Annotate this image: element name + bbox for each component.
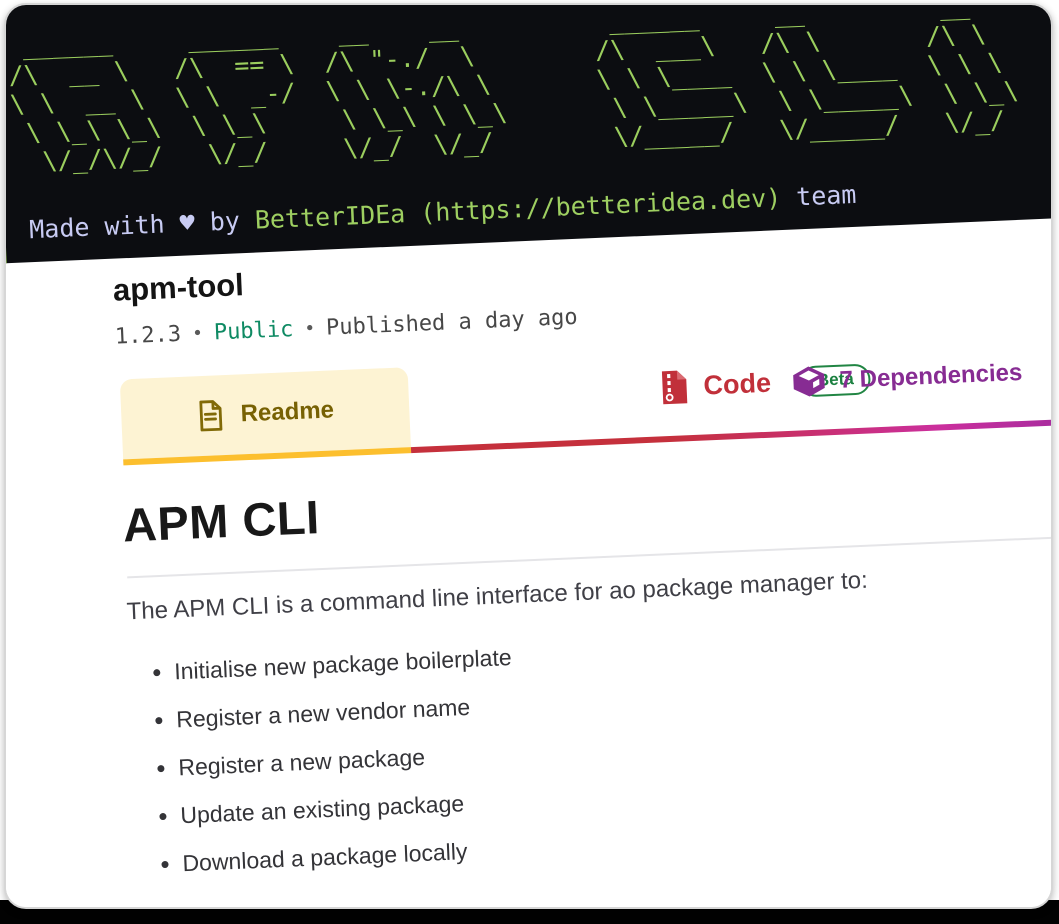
package-published: Published a day ago bbox=[325, 304, 579, 341]
meta-separator: • bbox=[303, 318, 316, 340]
readme-title: APM CLI bbox=[121, 490, 321, 552]
package-card: ______ ______ __ __ ______ __ __ /\ __ \… bbox=[4, 3, 1053, 909]
tagline-suffix: team bbox=[780, 179, 857, 213]
package-content: apm-tool 1.2.3 • Public • Published a da… bbox=[6, 216, 1051, 907]
readme-feature-list: Initialise new package boilerplateRegist… bbox=[129, 619, 1051, 879]
tab-readme[interactable]: Readme bbox=[119, 367, 411, 460]
tab-code-label: Code bbox=[702, 367, 772, 401]
tab-underline-code-deps bbox=[410, 416, 1051, 454]
package-version: 1.2.3 bbox=[114, 321, 182, 350]
rotated-content: ______ ______ __ __ ______ __ __ /\ __ \… bbox=[6, 3, 1051, 907]
document-icon bbox=[196, 399, 225, 432]
tab-dependencies-label: 7 Dependencies bbox=[839, 358, 1023, 394]
tab-code[interactable]: Code Beta bbox=[659, 361, 872, 405]
package-visibility: Public bbox=[213, 317, 294, 346]
tab-bar: Readme bbox=[117, 338, 1051, 466]
zip-file-icon bbox=[659, 369, 689, 405]
readme-intro: The APM CLI is a command line interface … bbox=[126, 566, 869, 626]
tab-dependencies[interactable]: 7 Dependencies bbox=[791, 357, 1023, 398]
meta-separator: • bbox=[191, 322, 204, 345]
tagline-prefix: Made with ♥ by bbox=[28, 205, 256, 245]
ascii-art-apm-cli: ______ ______ __ __ ______ __ __ /\ __ \… bbox=[6, 3, 1020, 177]
tab-readme-label: Readme bbox=[240, 396, 335, 428]
package-cube-icon bbox=[791, 365, 827, 397]
tagline-url: BetterIDEa (https://betteridea.dev) bbox=[254, 183, 782, 235]
